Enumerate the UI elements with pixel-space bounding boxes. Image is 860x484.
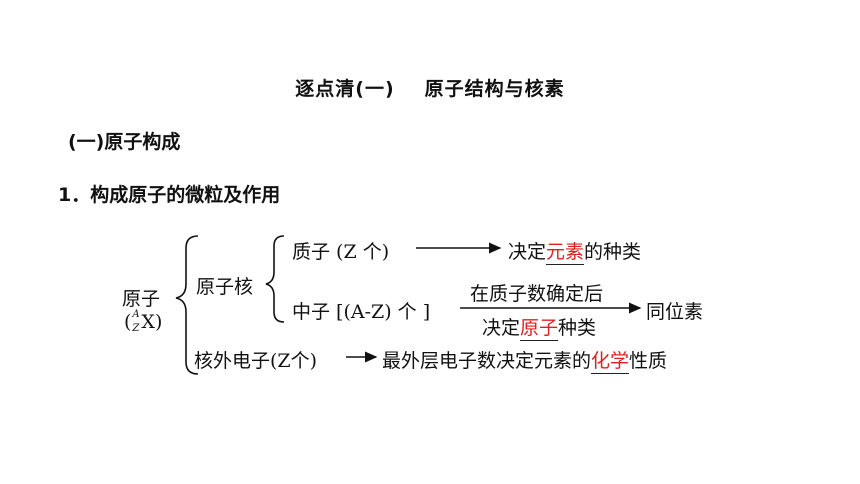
- neutron-determines: 决定原子种类: [482, 317, 597, 341]
- neutron-label: 中子 [(A-Z) 个 ]: [292, 301, 431, 323]
- electron-result: 最外层电子数决定元素的化学性质: [382, 350, 668, 374]
- page-title: 逐点清(一) 原子结构与核素: [0, 74, 860, 101]
- brace-nucleus: [265, 235, 285, 323]
- neutron-condition: 在质子数确定后: [470, 283, 604, 305]
- nucleus-label: 原子核: [196, 276, 254, 298]
- mass-number: A: [132, 309, 140, 320]
- section-heading: (一)原子构成: [68, 131, 181, 153]
- proton-label: 质子 (Z 个): [292, 241, 390, 263]
- proton-highlight: 元素: [546, 241, 585, 265]
- brace-atom: [175, 235, 199, 375]
- electron-label: 核外电子(Z个): [194, 350, 318, 372]
- title-part-1: 逐点清(一): [295, 78, 395, 100]
- electron-highlight: 化学: [591, 350, 630, 374]
- proton-result: 决定元素的种类: [508, 241, 642, 265]
- neutron-highlight: 原子: [520, 317, 559, 341]
- point-heading: 1．构成原子的微粒及作用: [58, 184, 281, 206]
- neutron-result: 同位素: [646, 301, 704, 323]
- element-symbol: X): [141, 311, 163, 333]
- atomic-number: Z: [132, 323, 140, 334]
- atom-label: 原子: [122, 288, 161, 310]
- title-part-2: 原子结构与核素: [424, 78, 565, 100]
